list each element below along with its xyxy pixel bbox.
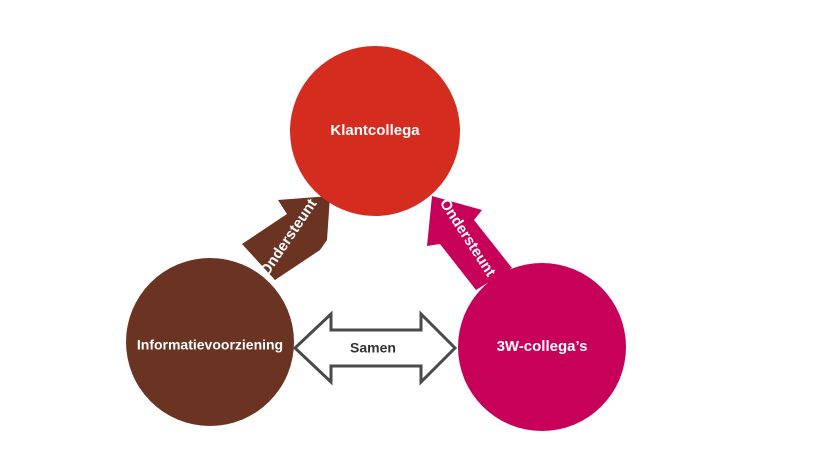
node-informatievoorziening-circle [126, 258, 294, 426]
arrow-left-to-top: Ondersteunt [242, 196, 330, 280]
node-3w-collegas: 3W-collega’s [458, 263, 626, 431]
arrow-samen-label: Samen [350, 340, 396, 356]
node-informatievoorziening: Informatievoorziening [126, 258, 294, 426]
node-klantcollega: Klantcollega [290, 46, 460, 216]
arrow-samen: Samen [292, 310, 458, 386]
arrow-samen-shape [292, 310, 458, 386]
node-klantcollega-circle [290, 46, 460, 216]
arrow-left-to-top-shape [242, 196, 330, 280]
node-informatievoorziening-label: Informatievoorziening [137, 337, 283, 353]
node-3w-collegas-circle [458, 263, 626, 431]
arrow-right-to-top-shape [427, 196, 512, 290]
node-3w-collegas-label: 3W-collega’s [497, 338, 588, 355]
node-klantcollega-label: Klantcollega [330, 122, 420, 139]
